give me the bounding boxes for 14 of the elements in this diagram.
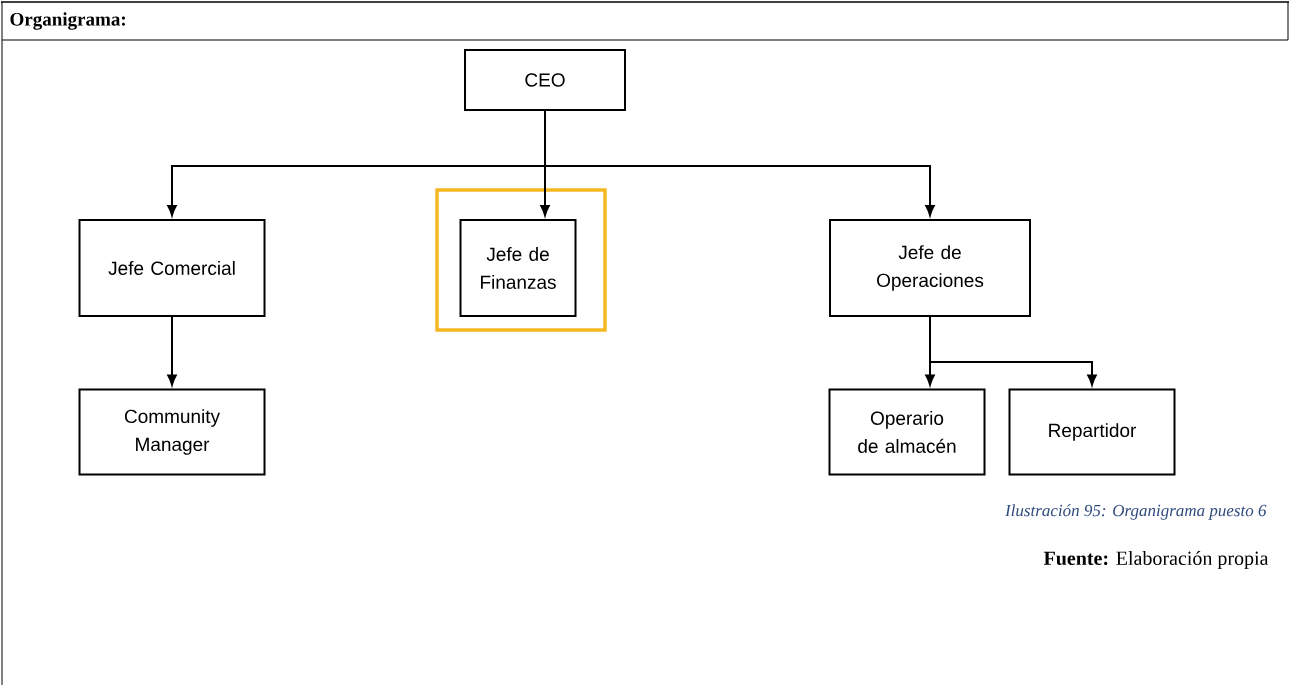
org-box: Jefe Comercial bbox=[78, 219, 266, 317]
org-box: Community Manager bbox=[78, 388, 266, 476]
org-box: Jefe de Finanzas bbox=[459, 219, 577, 317]
org-box: Jefe de Operaciones bbox=[829, 219, 1031, 317]
org-box: Operario de almacén bbox=[828, 388, 986, 476]
highlight-frame bbox=[435, 188, 607, 332]
arrow bbox=[167, 316, 177, 386]
org-box: Repartidor bbox=[1008, 388, 1176, 476]
arrow bbox=[544, 110, 935, 217]
table-heading: Organigrama: bbox=[10, 12, 125, 30]
org-box: CEO bbox=[464, 49, 626, 111]
arrow bbox=[929, 316, 1097, 386]
caption: Ilustración 95: Organigrama puesto 6 bbox=[1004, 504, 1267, 520]
source-note: Fuente: Elaboración propia bbox=[1043, 550, 1269, 570]
